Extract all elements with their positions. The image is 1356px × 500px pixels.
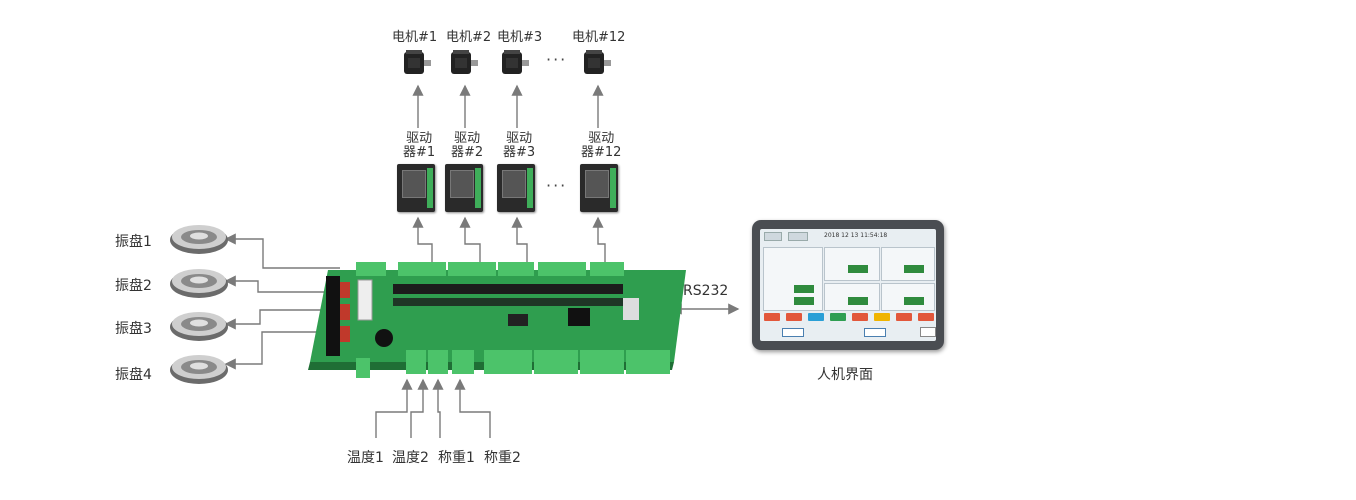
arrow-board-plate3 xyxy=(224,309,332,330)
hmi-value-box xyxy=(794,285,814,293)
vibratory-plate-icon xyxy=(170,269,228,298)
vibratory-plate-icon xyxy=(170,312,228,341)
stepper-motor-icon xyxy=(404,50,431,74)
hmi-caption: 人机界面 xyxy=(817,367,873,383)
driver-label-1-line1: 驱动 xyxy=(406,131,433,146)
arrow-weight1-board xyxy=(432,378,444,438)
arrow-weight2-board xyxy=(454,378,491,438)
hmi-value-box xyxy=(848,265,868,273)
hmi-value-box xyxy=(794,297,814,305)
hmi-datetime: 2018 12 13 11:54:18 xyxy=(824,232,888,239)
vibratory-plate-icon xyxy=(170,355,228,384)
stepper-driver-icon xyxy=(397,164,435,212)
hmi-button xyxy=(896,313,912,321)
vibratory-plate-icon xyxy=(170,225,228,254)
hmi-button xyxy=(786,313,802,321)
stepper-driver-icon xyxy=(445,164,483,212)
hmi-button xyxy=(788,232,808,241)
driver-label-12: 驱动 器#12 xyxy=(581,132,621,160)
hmi-button xyxy=(918,313,934,321)
driver-label-1-line2: 器#1 xyxy=(403,145,436,160)
arrow-board-plate2 xyxy=(224,275,336,293)
hmi-panel xyxy=(763,247,823,311)
hmi-button xyxy=(852,313,868,321)
arrow-board-plate4 xyxy=(224,331,328,370)
hmi-button xyxy=(764,232,782,241)
motor-label-1: 电机#1 xyxy=(392,30,438,45)
hmi-button xyxy=(830,313,846,321)
sensor-label-temp1: 温度1 xyxy=(347,450,384,466)
stepper-driver-icon xyxy=(497,164,535,212)
stepper-motor-icon xyxy=(502,50,529,74)
hmi-panel xyxy=(824,247,880,281)
hmi-button xyxy=(874,313,890,321)
plate-label-2: 振盘2 xyxy=(115,278,152,294)
hmi-input-box xyxy=(864,328,886,337)
hmi-touch-panel: 2018 12 13 11:54:18 xyxy=(752,220,944,350)
plate-label-4: 振盘4 xyxy=(115,367,152,383)
driver-label-3-line2: 器#3 xyxy=(503,145,536,160)
driver-label-2: 驱动 器#2 xyxy=(451,132,483,160)
sensor-label-temp2: 温度2 xyxy=(392,450,429,466)
driver-label-12-line2: 器#12 xyxy=(581,145,622,160)
arrow-board-driver2 xyxy=(459,216,481,262)
hmi-value-box xyxy=(848,297,868,305)
sensor-label-weight1: 称重1 xyxy=(438,450,475,466)
motor-label-12: 电机#12 xyxy=(572,30,626,45)
arrow-board-driver3 xyxy=(511,216,528,262)
arrow-temp1-board xyxy=(375,378,413,438)
driver-label-2-line2: 器#2 xyxy=(451,145,484,160)
arrow-temp2-board xyxy=(410,378,429,438)
arrow-board-plate1 xyxy=(224,233,340,269)
hmi-value-box xyxy=(904,265,924,273)
plate-label-3: 振盘3 xyxy=(115,321,152,337)
sensor-label-weight2: 称重2 xyxy=(484,450,521,466)
arrow-board-driver12 xyxy=(592,216,606,262)
driver-label-1: 驱动 器#1 xyxy=(403,132,435,160)
stepper-motor-icon xyxy=(584,50,611,74)
driver-ellipsis: ··· xyxy=(546,176,568,195)
stepper-driver-icon xyxy=(580,164,618,212)
hmi-topbar: 2018 12 13 11:54:18 xyxy=(760,229,936,243)
driver-label-2-line1: 驱动 xyxy=(454,131,481,146)
motor-label-3: 电机#3 xyxy=(497,30,543,45)
hmi-input-box xyxy=(782,328,804,337)
hmi-panel xyxy=(881,247,935,281)
rs232-label: RS232 xyxy=(683,283,729,299)
arrow-board-driver1 xyxy=(412,216,433,262)
driver-label-3: 驱动 器#3 xyxy=(503,132,535,160)
driver-label-3-line1: 驱动 xyxy=(506,131,533,146)
hmi-button xyxy=(764,313,780,321)
hmi-button xyxy=(920,327,936,337)
hmi-button xyxy=(808,313,824,321)
hmi-value-box xyxy=(904,297,924,305)
stepper-motor-icon xyxy=(451,50,478,74)
hmi-screen: 2018 12 13 11:54:18 xyxy=(760,229,936,341)
motor-label-2: 电机#2 xyxy=(446,30,492,45)
driver-label-12-line1: 驱动 xyxy=(588,131,615,146)
control-board xyxy=(308,262,686,378)
motor-ellipsis: ··· xyxy=(546,50,568,69)
plate-label-1: 振盘1 xyxy=(115,234,152,250)
